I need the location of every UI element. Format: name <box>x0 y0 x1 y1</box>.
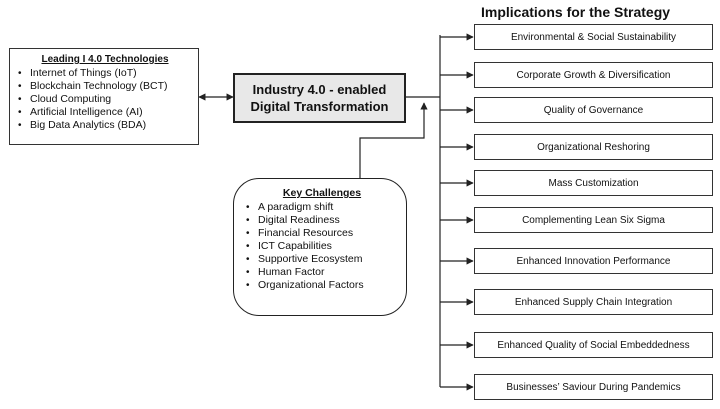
implication-box: Complementing Lean Six Sigma <box>474 207 713 233</box>
implication-box: Corporate Growth & Diversification <box>474 62 713 88</box>
technologies-title: Leading I 4.0 Technologies <box>41 54 169 65</box>
implications-title: Implications for the Strategy <box>481 4 671 20</box>
implication-box: Enhanced Innovation Performance <box>474 248 713 274</box>
technology-item: Blockchain Technology (BCT) <box>16 80 194 93</box>
implication-box: Organizational Reshoring <box>474 134 713 160</box>
challenge-item: Supportive Ecosystem <box>244 253 400 266</box>
challenge-item: Financial Resources <box>244 227 400 240</box>
challenge-item: Human Factor <box>244 266 400 279</box>
implication-box: Enhanced Supply Chain Integration <box>474 289 713 315</box>
challenge-item: A paradigm shift <box>244 201 400 214</box>
technology-item: Internet of Things (IoT) <box>16 67 194 80</box>
technology-item: Big Data Analytics (BDA) <box>16 119 194 132</box>
challenges-box: Key Challenges A paradigm shift Digital … <box>233 178 407 316</box>
implication-box: Quality of Governance <box>474 97 713 123</box>
challenge-item: Organizational Factors <box>244 279 400 292</box>
technology-item: Artificial Intelligence (AI) <box>16 106 194 119</box>
technologies-box: Leading I 4.0 Technologies Internet of T… <box>9 48 199 145</box>
implication-box: Businesses’ Saviour During Pandemics <box>474 374 713 400</box>
center-title-line1: Industry 4.0 - enabled <box>252 82 387 97</box>
center-box: Industry 4.0 - enabled Digital Transform… <box>233 73 406 123</box>
challenge-item: ICT Capabilities <box>244 240 400 253</box>
implication-box: Enhanced Quality of Social Embeddedness <box>474 332 713 358</box>
challenges-title: Key Challenges <box>282 187 362 199</box>
challenges-list: A paradigm shift Digital Readiness Finan… <box>244 201 400 292</box>
challenge-center-arrow <box>359 102 428 178</box>
implication-box: Environmental & Social Sustainability <box>474 24 713 50</box>
branch-arrows <box>440 33 474 391</box>
technology-item: Cloud Computing <box>16 93 194 106</box>
technologies-list: Internet of Things (IoT) Blockchain Tech… <box>16 67 194 132</box>
challenge-item: Digital Readiness <box>244 214 400 227</box>
implication-box: Mass Customization <box>474 170 713 196</box>
center-title-line2: Digital Transformation <box>250 99 389 114</box>
